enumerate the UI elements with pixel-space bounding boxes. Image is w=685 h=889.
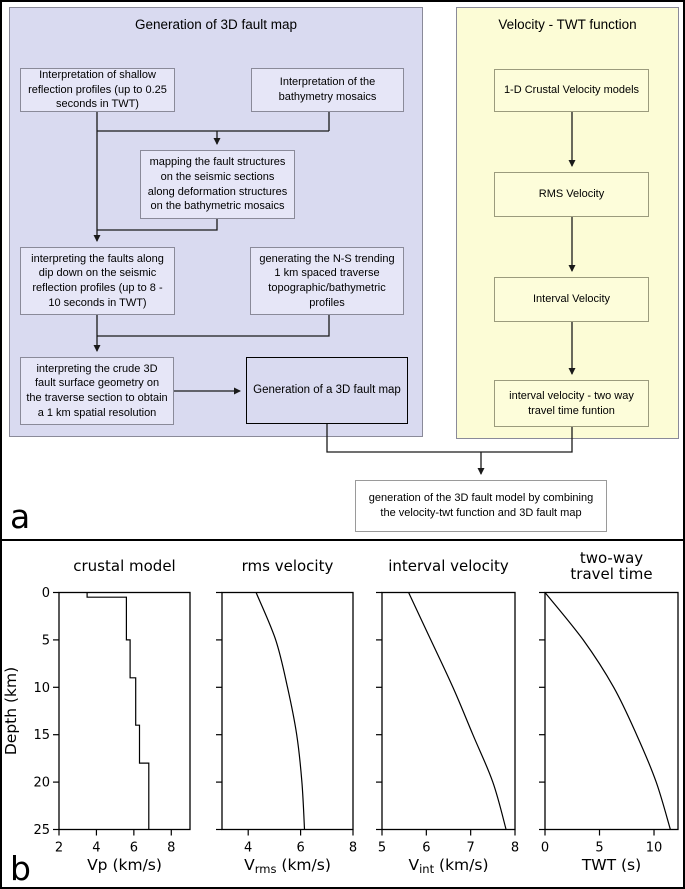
box-final-3d-fault-model: generation of the 3D fault model by comb… <box>355 480 607 532</box>
data-curve <box>544 592 671 830</box>
y-tick-label: 0 <box>42 586 50 601</box>
y-tick-label: 25 <box>33 823 50 838</box>
box-mapping-fault-structures: mapping the fault structures on the seis… <box>140 150 295 219</box>
panel-b-label: b <box>10 849 31 888</box>
plot-frame <box>221 591 354 831</box>
data-curve <box>86 592 150 830</box>
plot-title: two-way <box>580 549 643 567</box>
box-shallow-reflection: Interpretation of shallow reflection pro… <box>20 68 175 112</box>
y-tick-label: 15 <box>33 728 50 743</box>
box-crude-3d-geometry: interpreting the crude 3D fault surface … <box>20 357 174 425</box>
box-velocity-twt-function: interval velocity - two way travel time … <box>494 380 649 427</box>
x-tick-label: 4 <box>92 841 100 856</box>
x-axis-label: Vrms (km/s) <box>244 856 331 876</box>
box-rms-velocity: RMS Velocity <box>494 172 649 217</box>
x-tick-label: 5 <box>595 841 603 856</box>
x-tick-label: 6 <box>422 841 430 856</box>
x-tick-label: 7 <box>467 841 475 856</box>
x-tick-label: 4 <box>244 841 252 856</box>
box-traverse-profiles: generating the N-S trending 1 km spaced … <box>250 247 404 315</box>
x-tick-label: 6 <box>296 841 304 856</box>
plot-title: rms velocity <box>242 557 334 575</box>
x-axis-label: Vp (km/s) <box>87 856 162 874</box>
x-tick-label: 5 <box>378 841 386 856</box>
box-bathymetry-mosaics: Interpretation of the bathymetry mosaics <box>251 68 404 112</box>
y-tick-label: 5 <box>42 633 50 648</box>
plot-frame <box>544 591 679 831</box>
box-interval-velocity: Interval Velocity <box>494 277 649 322</box>
plot-frame <box>381 591 516 831</box>
x-tick-label: 8 <box>167 841 175 856</box>
panel-a-label: a <box>10 497 31 536</box>
x-axis-label: Vint (km/s) <box>408 856 488 876</box>
fault-map-panel-title: Generation of 3D fault map <box>134 17 298 32</box>
x-tick-label: 8 <box>511 841 519 856</box>
plot-title: travel time <box>570 565 652 583</box>
plot-title: interval velocity <box>388 557 509 575</box>
data-curve <box>255 592 306 830</box>
data-curve <box>408 592 507 830</box>
y-tick-label: 10 <box>33 681 50 696</box>
velocity-twt-panel-title: Velocity - TWT function <box>498 17 637 32</box>
x-axis-label: TWT (s) <box>581 856 641 874</box>
y-axis-label: Depth (km) <box>2 667 20 755</box>
x-tick-label: 2 <box>55 841 63 856</box>
x-tick-label: 0 <box>541 841 549 856</box>
y-tick-label: 20 <box>33 776 50 791</box>
x-tick-label: 6 <box>130 841 138 856</box>
x-tick-label: 10 <box>646 841 663 856</box>
x-tick-label: 8 <box>349 841 357 856</box>
box-interpreting-faults-dip: interpreting the faults along dip down o… <box>20 247 175 315</box>
plot-frame <box>58 591 191 831</box>
panel-divider-line <box>2 539 683 541</box>
plot-title: crustal model <box>73 557 175 575</box>
box-1d-crustal-velocity-models: 1-D Crustal Velocity models <box>494 69 649 112</box>
box-generation-3d-fault-map: Generation of a 3D fault map <box>246 357 408 424</box>
